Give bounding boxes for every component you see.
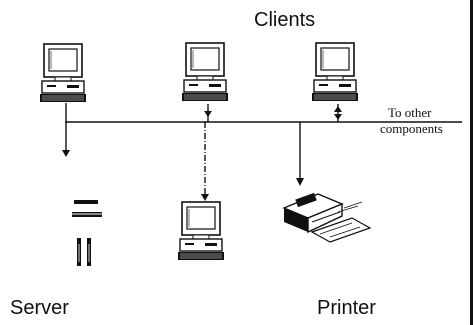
desktop-computer-icon (181, 42, 229, 102)
desktop-computer-icon (177, 201, 225, 261)
workstation-computer (177, 201, 225, 261)
desktop-computer-icon (311, 42, 359, 102)
to-other-label-line1: To other (388, 105, 432, 120)
client-computer-2 (181, 42, 229, 102)
client-computer-3 (311, 42, 359, 102)
to-other-label-line2: components (380, 121, 443, 136)
right-edge-border (470, 0, 473, 325)
downlink-connectors (62, 122, 304, 201)
client-computer-1 (39, 43, 87, 103)
server-label: Server (10, 297, 69, 319)
diagram-title: Clients (254, 9, 315, 31)
server-icon (70, 200, 104, 266)
printer-label: Printer (317, 297, 376, 319)
desktop-computer-icon (39, 43, 87, 103)
client-connectors (65, 103, 342, 122)
printer-icon (282, 192, 372, 243)
